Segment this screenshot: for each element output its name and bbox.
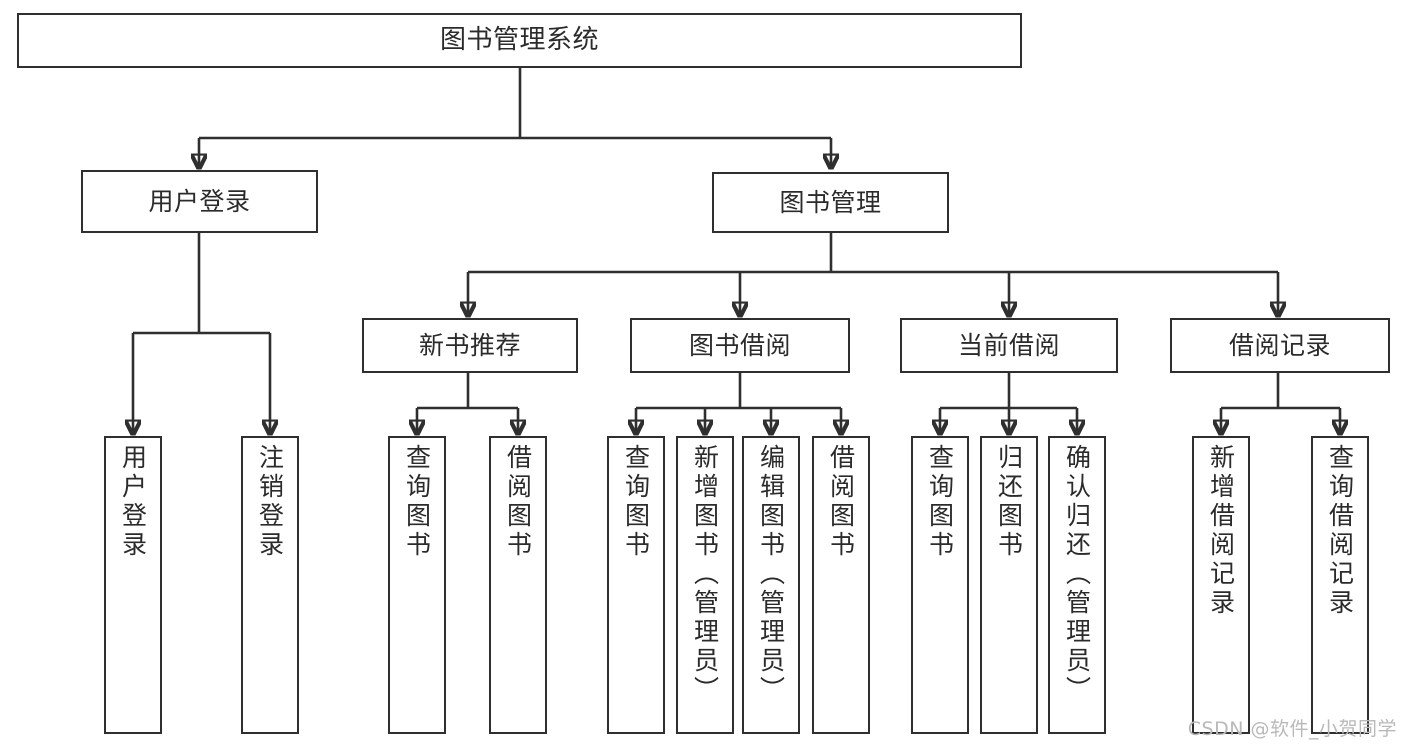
- node-label: 新增借阅记录: [1206, 444, 1236, 618]
- node-label: 编辑图书（管理员）: [756, 444, 786, 705]
- node-label: 新增图书（管理员）: [690, 444, 720, 705]
- leaf-book-borrow-add-book-admin[interactable]: 新增图书（管理员）: [676, 436, 734, 734]
- leaf-current-borrow-return-book[interactable]: 归还图书: [980, 436, 1038, 734]
- node-label: 新书推荐: [418, 331, 521, 360]
- node-label: 借阅图书: [826, 444, 856, 560]
- node-label: 确认归还（管理员）: [1062, 444, 1092, 705]
- node-current-borrow[interactable]: 当前借阅: [900, 318, 1118, 373]
- leaf-user-login-login[interactable]: 用户登录: [104, 436, 162, 734]
- node-user-login[interactable]: 用户登录: [81, 170, 318, 233]
- node-book-borrow[interactable]: 图书借阅: [630, 318, 850, 373]
- leaf-user-login-logout[interactable]: 注销登录: [241, 436, 299, 734]
- node-root-system[interactable]: 图书管理系统: [17, 13, 1022, 68]
- node-label: 注销登录: [255, 444, 285, 560]
- node-label: 用户登录: [148, 187, 251, 216]
- node-new-book-recommend[interactable]: 新书推荐: [362, 318, 578, 373]
- leaf-current-borrow-confirm-return-admin[interactable]: 确认归还（管理员）: [1048, 436, 1106, 734]
- node-label: 查询图书: [621, 444, 651, 560]
- node-label: 借阅图书: [503, 444, 533, 560]
- node-label: 当前借阅: [957, 331, 1060, 360]
- leaf-borrow-record-add-record[interactable]: 新增借阅记录: [1192, 436, 1250, 734]
- leaf-book-borrow-edit-book-admin[interactable]: 编辑图书（管理员）: [742, 436, 800, 734]
- node-book-management[interactable]: 图书管理: [712, 172, 949, 233]
- node-label: 用户登录: [118, 444, 148, 560]
- node-label: 图书借阅: [688, 331, 791, 360]
- node-label: 查询图书: [402, 444, 432, 560]
- leaf-current-borrow-query-book[interactable]: 查询图书: [911, 436, 969, 734]
- leaf-new-book-borrow-book[interactable]: 借阅图书: [489, 436, 547, 734]
- node-label: 查询图书: [925, 444, 955, 560]
- leaf-book-borrow-borrow-book[interactable]: 借阅图书: [812, 436, 870, 734]
- node-borrow-record[interactable]: 借阅记录: [1170, 318, 1390, 373]
- leaf-borrow-record-query-record[interactable]: 查询借阅记录: [1311, 436, 1369, 734]
- node-label: 查询借阅记录: [1325, 444, 1355, 618]
- node-label: 图书管理系统: [439, 25, 599, 56]
- leaf-new-book-query-book[interactable]: 查询图书: [388, 436, 446, 734]
- node-label: 借阅记录: [1228, 331, 1331, 360]
- node-label: 图书管理: [779, 188, 882, 217]
- watermark-text: CSDN @软件_小贺同学: [1187, 718, 1397, 740]
- leaf-book-borrow-query-book[interactable]: 查询图书: [607, 436, 665, 734]
- node-label: 归还图书: [994, 444, 1024, 560]
